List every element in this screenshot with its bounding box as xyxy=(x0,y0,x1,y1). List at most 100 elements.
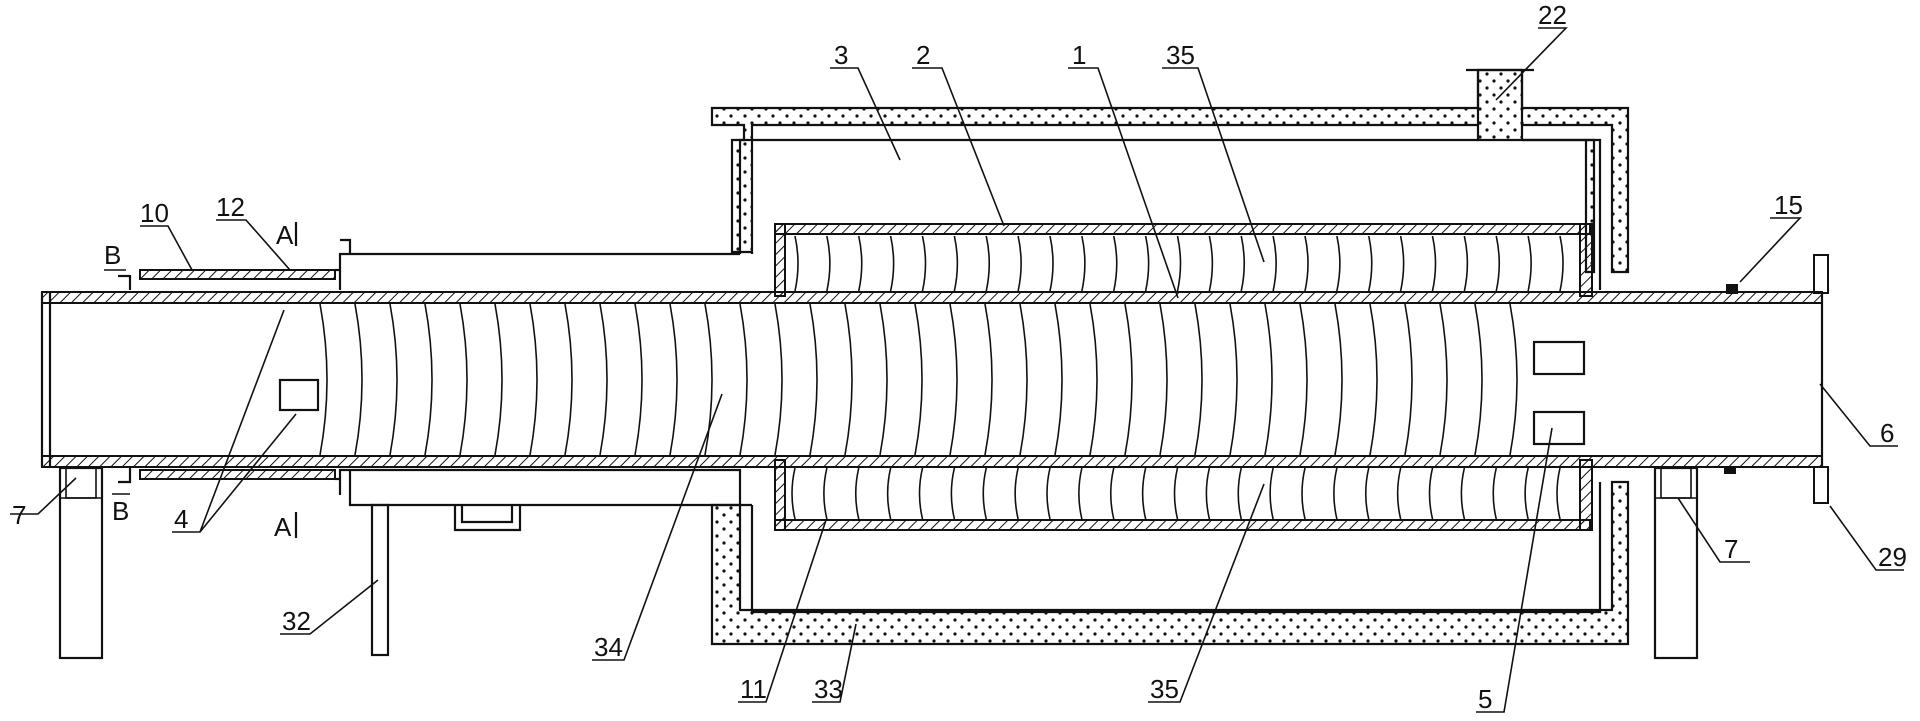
flight-line xyxy=(1112,235,1118,292)
flight-line xyxy=(844,303,853,456)
flight-line xyxy=(704,303,713,456)
flight-line xyxy=(1176,235,1182,292)
flight-line xyxy=(774,303,783,456)
flight-line xyxy=(949,303,958,456)
label-35-bottom: 35 xyxy=(1150,674,1179,704)
flight-line xyxy=(1495,235,1501,292)
label-4: 4 xyxy=(174,504,188,534)
feed-housing xyxy=(338,238,754,532)
flight-line xyxy=(1049,235,1054,292)
label-35-top: 35 xyxy=(1166,40,1195,70)
flight-line xyxy=(1109,467,1115,520)
flight-line xyxy=(879,303,888,456)
flight-line xyxy=(1404,303,1413,456)
flight-line xyxy=(1527,235,1532,292)
label-12: 12 xyxy=(216,192,245,222)
flight-line xyxy=(389,303,398,456)
outlet-pipe xyxy=(1466,68,1534,125)
flight-line xyxy=(1428,467,1434,520)
flight-line xyxy=(1396,467,1402,520)
flight-line xyxy=(1460,467,1466,520)
flight-line xyxy=(1269,467,1274,520)
flight-line xyxy=(1399,235,1405,292)
flight-line xyxy=(319,303,328,456)
section-a-top: A xyxy=(276,220,294,250)
flight-line xyxy=(886,467,892,520)
section-b-bottom: B xyxy=(112,496,129,526)
flight-line xyxy=(1017,235,1022,292)
flight-line xyxy=(1089,303,1098,456)
flight-line xyxy=(1159,303,1168,456)
label-29: 29 xyxy=(1878,542,1907,572)
flight-line xyxy=(953,235,959,292)
label-34: 34 xyxy=(594,632,623,662)
flight-line xyxy=(1014,467,1019,520)
flight-line xyxy=(1334,303,1343,456)
flight-line xyxy=(794,235,799,292)
label-10: 10 xyxy=(140,198,169,228)
section-a-bottom: A xyxy=(274,512,292,542)
sensor-15 xyxy=(1726,284,1738,294)
flight-line xyxy=(1301,467,1306,520)
label-11: 11 xyxy=(740,674,767,704)
flight-line xyxy=(889,235,895,292)
section-b-top: B xyxy=(104,240,121,270)
label-7-left: 7 xyxy=(12,500,26,530)
flight-line xyxy=(1431,235,1437,292)
flight-line xyxy=(354,303,363,456)
flight-line xyxy=(1240,235,1246,292)
flight-line xyxy=(1367,235,1373,292)
main-tube xyxy=(40,291,1824,468)
post-32 xyxy=(370,503,390,657)
flight-line xyxy=(950,467,956,520)
flight-line xyxy=(1304,235,1309,292)
openings xyxy=(278,340,1586,446)
flight-line xyxy=(459,303,468,456)
flight-line xyxy=(1299,303,1308,456)
flight-line xyxy=(1556,467,1561,520)
section-marks xyxy=(104,222,298,538)
label-32: 32 xyxy=(282,606,311,636)
flight-line xyxy=(982,467,988,520)
label-22: 22 xyxy=(1538,0,1567,30)
flight-line xyxy=(1124,303,1133,456)
screw-flights-lower xyxy=(791,467,1561,520)
flight-line xyxy=(1264,303,1273,456)
flight-line xyxy=(985,235,991,292)
leader-lines xyxy=(10,27,1904,713)
flight-line xyxy=(1369,303,1378,456)
flight-line xyxy=(1524,467,1529,520)
flight-line xyxy=(918,467,924,520)
flight-line xyxy=(564,303,573,456)
flight-line xyxy=(921,235,927,292)
flight-line xyxy=(914,303,923,456)
flight-line xyxy=(984,303,993,456)
flight-line xyxy=(857,235,863,292)
support-right xyxy=(1653,466,1699,660)
flight-line xyxy=(1364,467,1370,520)
label-7-right: 7 xyxy=(1724,534,1738,564)
label-3: 3 xyxy=(834,40,848,70)
flight-line xyxy=(1333,467,1338,520)
screw-flights-upper xyxy=(794,235,1564,292)
flight-line xyxy=(1229,303,1238,456)
flight-line xyxy=(826,235,831,292)
flight-line xyxy=(1144,235,1150,292)
flight-line xyxy=(1205,467,1211,520)
flight-line xyxy=(1019,303,1028,456)
flight-line xyxy=(854,467,860,520)
flight-line xyxy=(809,303,818,456)
flight-line xyxy=(669,303,678,456)
flight-line xyxy=(1208,235,1214,292)
flight-line xyxy=(1492,467,1498,520)
flight-line xyxy=(1237,467,1243,520)
flight-line xyxy=(1081,235,1086,292)
sleeve-10 xyxy=(118,268,340,484)
support-left xyxy=(58,466,104,660)
flight-line xyxy=(1046,467,1051,520)
label-5: 5 xyxy=(1478,684,1492,714)
label-15: 15 xyxy=(1774,190,1803,220)
flight-line xyxy=(529,303,538,456)
label-1: 1 xyxy=(1072,40,1086,70)
label-2: 2 xyxy=(916,40,930,70)
